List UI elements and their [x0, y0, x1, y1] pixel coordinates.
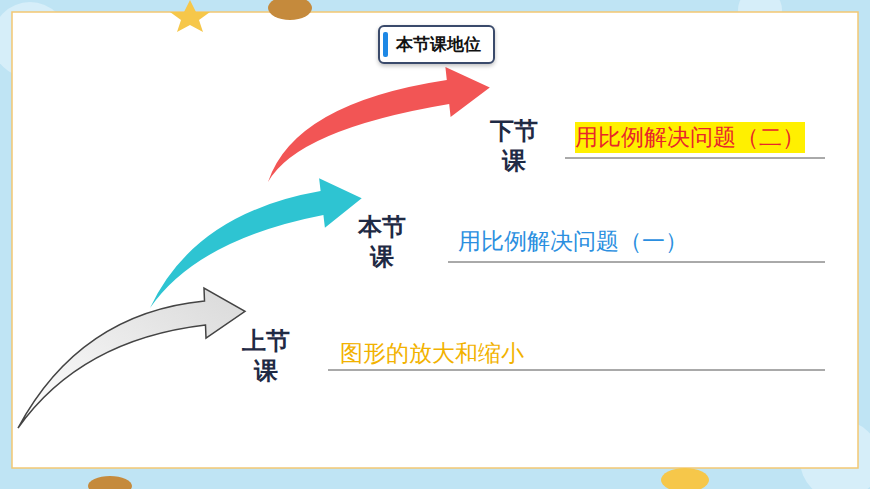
- decoration: [268, 0, 312, 20]
- title: 本节课地位: [396, 33, 481, 56]
- stage-label: 上节课: [240, 326, 292, 386]
- underline: [328, 370, 825, 371]
- underline: [565, 158, 825, 159]
- decoration: [88, 476, 132, 489]
- lesson-title: 用比例解决问题（一）: [458, 226, 688, 257]
- curved-arrow: [18, 288, 245, 428]
- stage-label: 下节课: [488, 116, 540, 176]
- star: [170, 0, 210, 32]
- curved-arrow: [150, 178, 362, 308]
- accent-bar: [383, 32, 388, 57]
- white-panel: [12, 12, 858, 468]
- lesson-title: 图形的放大和缩小: [340, 338, 524, 369]
- title-box: 本节课地位: [378, 25, 495, 64]
- stage-label: 本节课: [356, 212, 408, 272]
- lesson-title: 用比例解决问题（二）: [575, 122, 805, 153]
- curved-arrow: [268, 67, 490, 182]
- decoration: [661, 468, 709, 489]
- underline: [448, 262, 825, 263]
